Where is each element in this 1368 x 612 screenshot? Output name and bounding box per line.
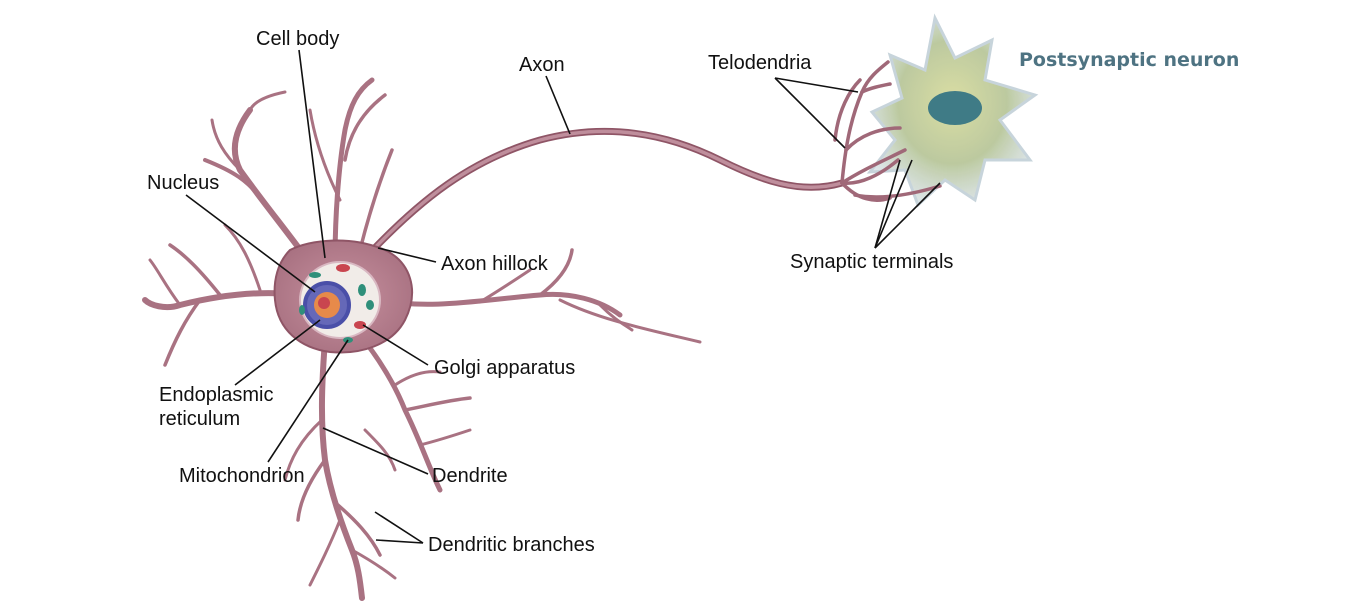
label-mitochondrion: Mitochondrion (179, 465, 305, 487)
telodendria (833, 60, 942, 202)
leader-lines (185, 49, 941, 544)
dendrites (142, 77, 702, 601)
postsynaptic-neuron (866, 13, 1039, 208)
postsynaptic-nucleus (928, 91, 982, 125)
axon (364, 127, 846, 259)
label-axon-hillock: Axon hillock (441, 253, 549, 275)
label-golgi-apparatus: Golgi apparatus (434, 357, 575, 379)
label-postsynaptic-neuron: Postsynaptic neuron (1019, 49, 1239, 71)
label-endoplasmic: Endoplasmic (159, 384, 274, 406)
label-dendritic-branches: Dendritic branches (428, 534, 595, 556)
label-telodendria: Telodendria (708, 52, 812, 74)
label-cell-body: Cell body (256, 28, 339, 50)
label-reticulum: reticulum (159, 408, 240, 430)
label-dendrite: Dendrite (432, 465, 508, 487)
cell-body (273, 239, 414, 354)
label-nucleus: Nucleus (147, 172, 219, 194)
labels: Cell body Axon Telodendria Postsynaptic … (147, 28, 1239, 556)
label-axon: Axon (519, 54, 565, 76)
label-synaptic-terminals: Synaptic terminals (790, 251, 953, 273)
golgi-organelle (354, 321, 366, 329)
